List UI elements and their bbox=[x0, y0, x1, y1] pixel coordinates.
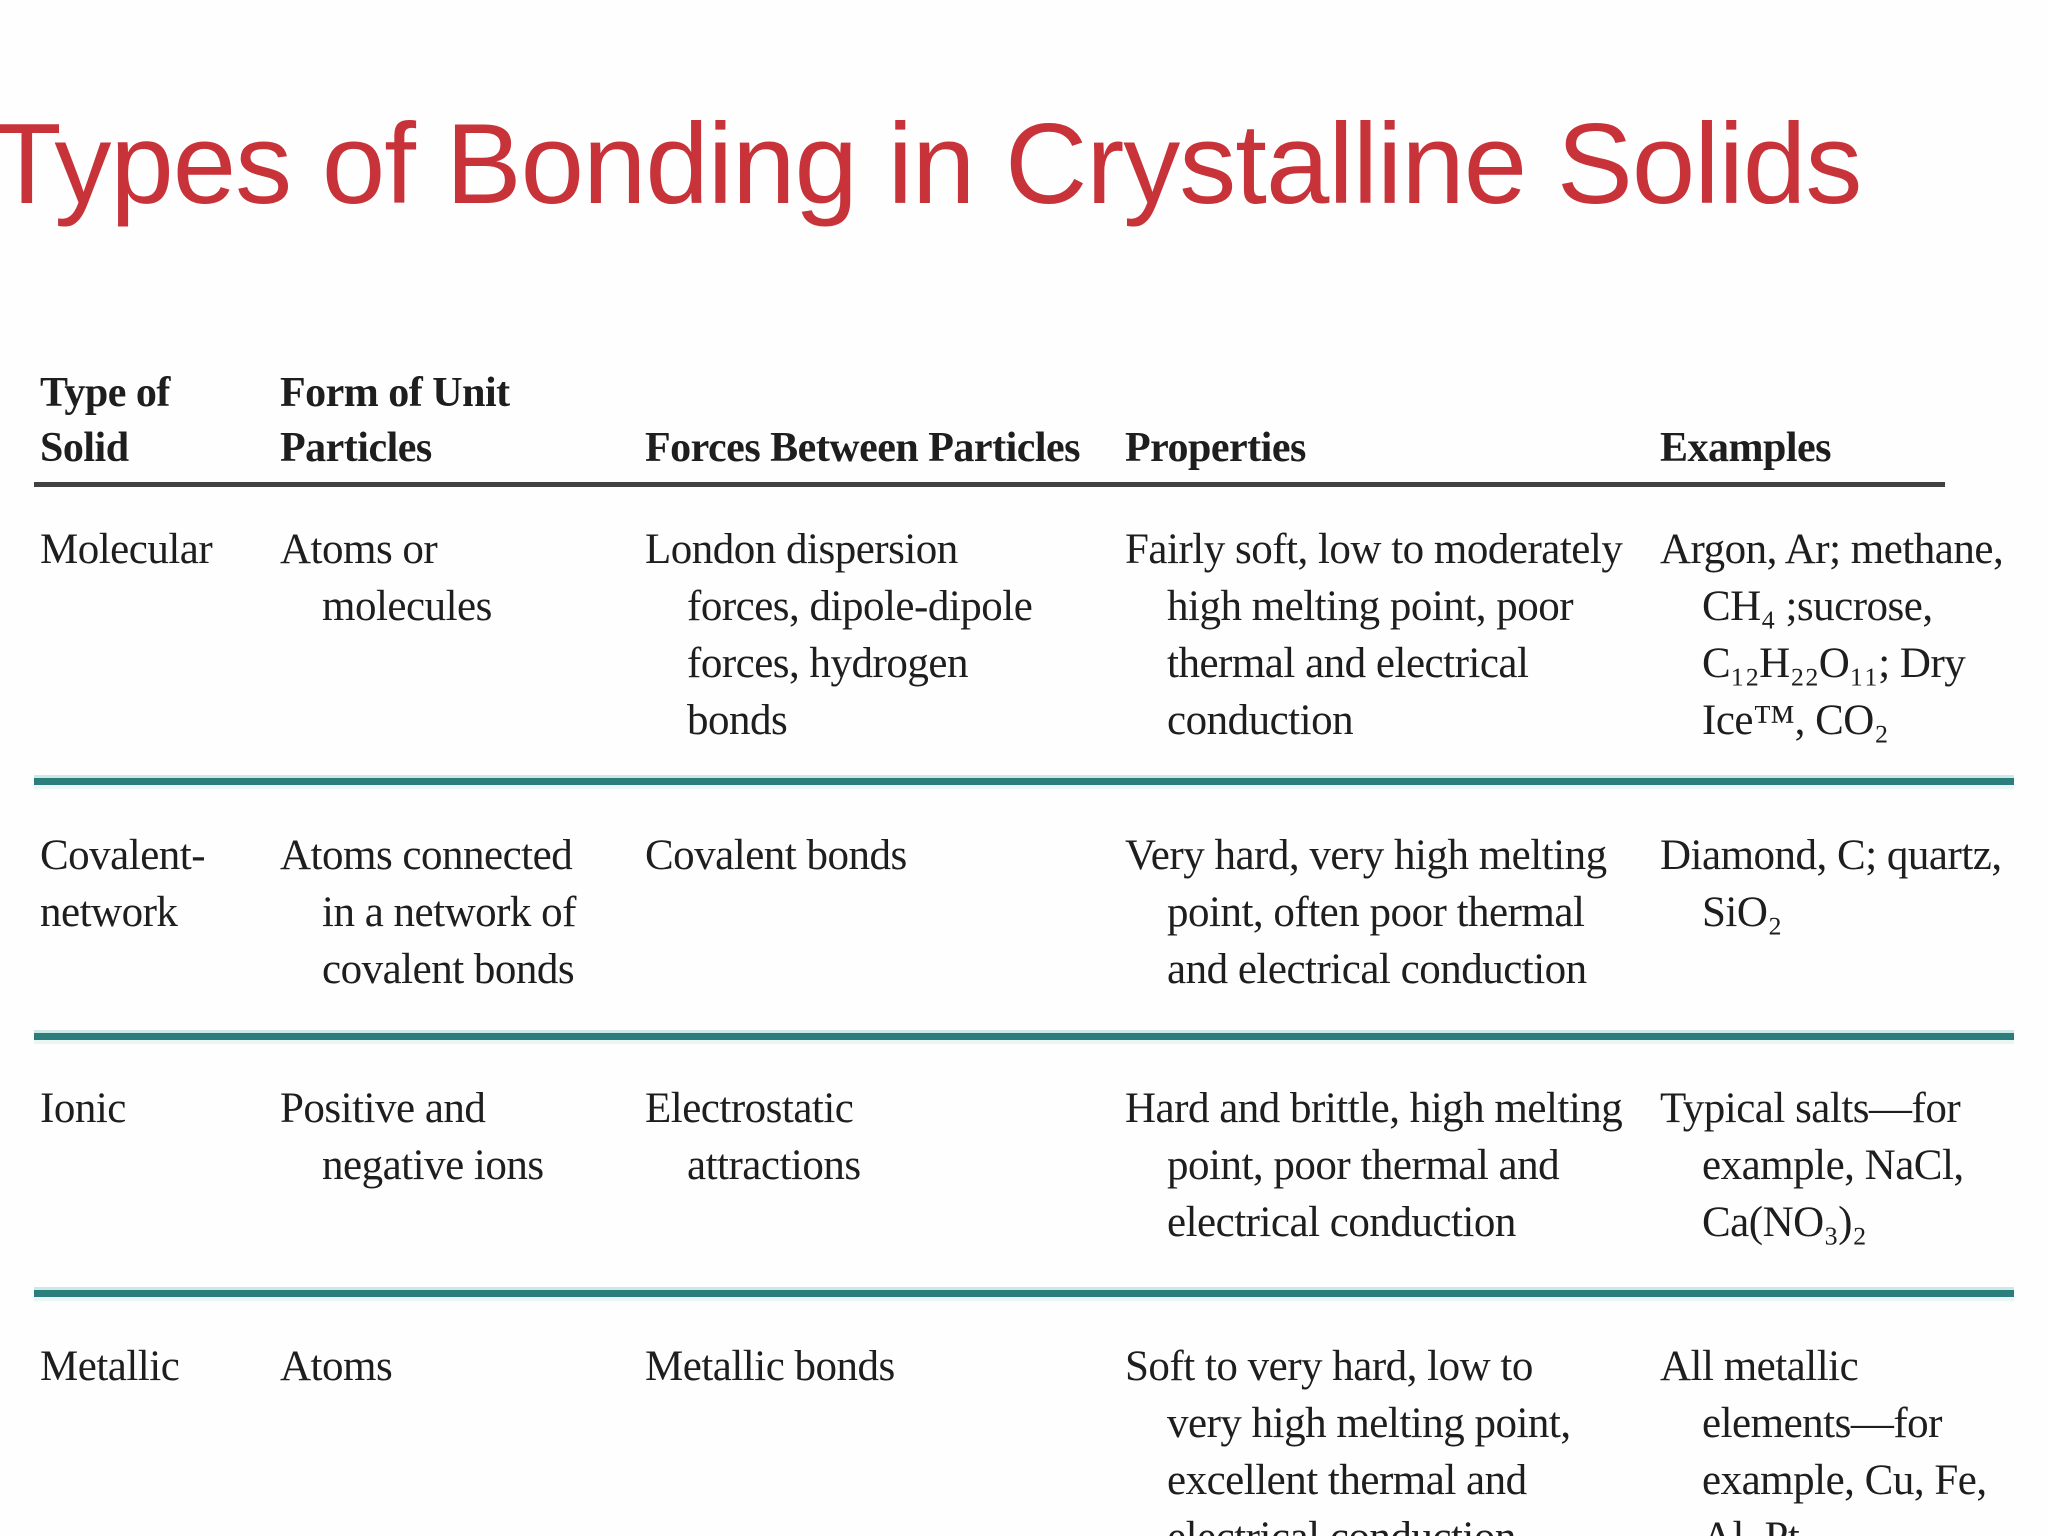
table-row-metallic: Metallic Atoms Metallic bonds Soft to ve… bbox=[34, 1301, 2014, 1536]
cell-ionic-forces: Electrostatic attractions bbox=[645, 1085, 861, 1189]
table-row-molecular: Molecular Atoms or molecules London disp… bbox=[34, 487, 2014, 775]
cell-ionic-examples: Typical salts—for example, NaCl, Ca(NO₃)… bbox=[1660, 1085, 1964, 1246]
cell-metallic-examples: All metallic elements—for example, Cu, F… bbox=[1660, 1343, 1987, 1536]
cell-metallic-form: Atoms bbox=[280, 1343, 393, 1390]
cell-ionic-form: Positive and negative ions bbox=[280, 1085, 544, 1189]
cell-molecular-properties: Fairly soft, low to moderately high melt… bbox=[1125, 526, 1623, 744]
cell-covalent-examples: Diamond, C; quartz, SiO₂ bbox=[1660, 832, 2002, 936]
column-header-type-of-solid: Type of Solid bbox=[40, 370, 170, 471]
cell-molecular-form: Atoms or molecules bbox=[280, 526, 492, 630]
column-header-examples: Examples bbox=[1660, 425, 1832, 471]
cell-covalent-form: Atoms connected in a network of covalent… bbox=[280, 832, 577, 993]
column-header-forces-between-particles: Forces Between Particles bbox=[645, 425, 1081, 471]
cell-covalent-type: Covalent- network bbox=[40, 832, 206, 936]
table-row-covalent-network: Covalent- network Atoms connected in a n… bbox=[34, 789, 2014, 1030]
cell-metallic-properties: Soft to very hard, low to very high melt… bbox=[1125, 1343, 1571, 1536]
header-rule bbox=[34, 482, 1945, 487]
row-divider-teal-1 bbox=[34, 775, 2014, 789]
table-header-row: Type of Solid Form of Unit Particles For… bbox=[34, 366, 2014, 476]
table-row-ionic: Ionic Positive and negative ions Electro… bbox=[34, 1044, 2014, 1287]
cell-molecular-examples: Argon, Ar; methane, CH₄ ;sucrose, C₁₂H₂₂… bbox=[1660, 526, 2004, 744]
cell-ionic-type: Ionic bbox=[40, 1085, 126, 1132]
cell-metallic-type: Metallic bbox=[40, 1343, 180, 1390]
bonding-table: Type of Solid Form of Unit Particles For… bbox=[34, 366, 2014, 1536]
cell-covalent-forces: Covalent bonds bbox=[645, 832, 907, 879]
cell-molecular-type: Molecular bbox=[40, 526, 213, 573]
row-divider-teal-3 bbox=[34, 1287, 2014, 1301]
cell-molecular-forces: London dispersion forces, dipole-dipole … bbox=[645, 526, 1033, 744]
slide-title: Types of Bonding in Crystalline Solids bbox=[0, 101, 1862, 228]
cell-covalent-properties: Very hard, very high melting point, ofte… bbox=[1125, 832, 1607, 993]
column-header-form-of-unit-particles: Form of Unit Particles bbox=[280, 370, 510, 471]
cell-metallic-forces: Metallic bonds bbox=[645, 1343, 895, 1390]
row-divider-teal-2 bbox=[34, 1030, 2014, 1044]
column-header-properties: Properties bbox=[1125, 425, 1306, 471]
cell-ionic-properties: Hard and brittle, high melting point, po… bbox=[1125, 1085, 1623, 1246]
